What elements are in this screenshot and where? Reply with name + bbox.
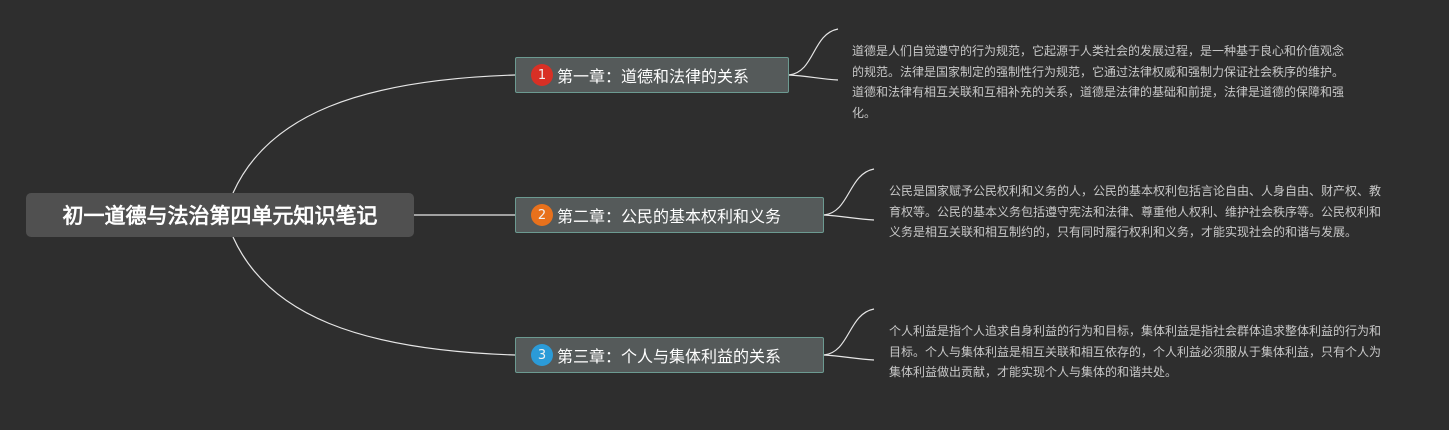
connector-topic-3-note-tail — [823, 354, 875, 361]
note-chapter-3: 个人利益是指个人追求自身利益的行为和目标，集体利益是指社会群体追求整体利益的行为… — [889, 324, 1382, 379]
connector-topic-3-note — [823, 308, 875, 356]
root-topic[interactable]: 初一道德与法治第四单元知识笔记 — [26, 193, 414, 237]
root-topic-label: 初一道德与法治第四单元知识笔记 — [62, 204, 378, 228]
topic-chapter-3[interactable]: 3 第三章：个人与集体利益的关系 — [515, 337, 824, 373]
topic-chapter-1[interactable]: 1 第一章：道德和法律的关系 — [515, 57, 789, 93]
connector-topic-1-note — [788, 28, 839, 76]
connector-topic-2-note — [823, 168, 875, 216]
connector-root-topic-1 — [232, 74, 516, 194]
priority-3-badge-icon: 3 — [531, 344, 553, 366]
topic-chapter-2[interactable]: 2 第二章：公民的基本权利和义务 — [515, 197, 824, 233]
connector-root-topic-3 — [232, 236, 516, 356]
note-chapter-2: 公民是国家赋予公民权利和义务的人，公民的基本权利包括言论自由、人身自由、财产权、… — [889, 184, 1382, 239]
topic-chapter-3-label: 第三章：个人与集体利益的关系 — [557, 347, 782, 366]
connector-topic-1-note-tail — [788, 74, 839, 81]
topic-chapter-1-label: 第一章：道德和法律的关系 — [557, 67, 750, 86]
priority-2-badge-icon: 2 — [531, 204, 553, 226]
connector-topic-2-note-tail — [823, 214, 875, 221]
note-chapter-1: 道德是人们自觉遵守的行为规范，它起源于人类社会的发展过程，是一种基于良心和价值观… — [852, 44, 1345, 120]
priority-1-badge-icon: 1 — [531, 64, 553, 86]
topic-chapter-2-label: 第二章：公民的基本权利和义务 — [557, 207, 782, 226]
